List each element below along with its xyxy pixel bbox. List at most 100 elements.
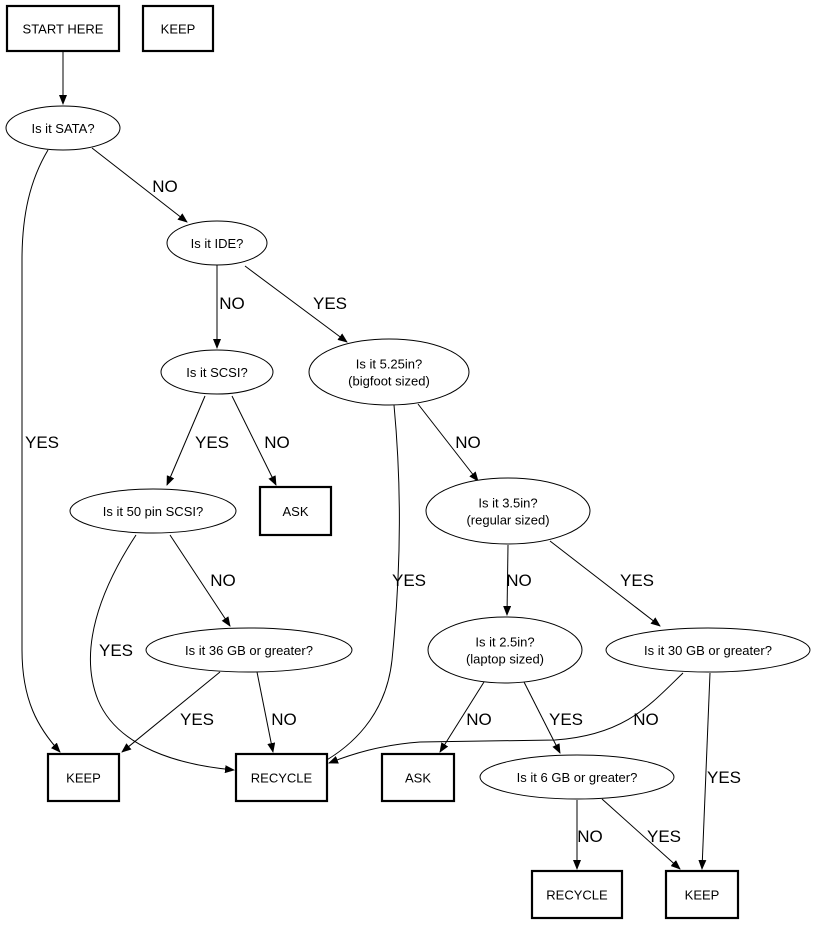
edge-arrow — [698, 672, 711, 870]
edge-label: YES — [392, 571, 426, 590]
decision-ellipse — [145, 627, 353, 673]
node-recycle1: RECYCLE — [234, 752, 329, 803]
edge-arrow — [256, 671, 276, 753]
edge-arrow — [417, 403, 479, 482]
node-label: Is it 30 GB or greater? — [644, 643, 772, 658]
edge-arrow — [89, 534, 235, 774]
node-ask1: ASK — [258, 485, 333, 537]
terminal-box — [530, 869, 624, 920]
edge-label: NO — [466, 710, 492, 729]
edge-arrow — [439, 681, 485, 753]
terminal-box — [258, 485, 333, 537]
node-sata: Is it SATA? — [5, 105, 121, 151]
edge-label: NO — [506, 571, 532, 590]
node-label: Is it SATA? — [31, 121, 94, 136]
edge-label: NO — [219, 294, 245, 313]
node-keep1: KEEP — [46, 752, 121, 803]
decision-ellipse — [69, 488, 237, 534]
terminal-box — [141, 4, 215, 53]
edge-laptop-to-ask2: NO — [439, 681, 492, 753]
node-label: Is it SCSI? — [186, 365, 247, 380]
node-label: Is it 3.5in? — [478, 496, 537, 511]
edge-arrow — [503, 544, 512, 616]
decision-ellipse — [160, 349, 274, 395]
node-start: START HERE — [5, 4, 121, 53]
edge-arrow — [244, 265, 348, 343]
edge-gb30-to-keep2: YES — [698, 672, 741, 870]
node-ide: Is it IDE? — [166, 220, 268, 266]
node-label: Is it IDE? — [191, 236, 244, 251]
decision-ellipse — [308, 338, 470, 406]
node-gb36: Is it 36 GB or greater? — [145, 627, 353, 673]
edge-ide-to-bigfoot: YES — [244, 265, 348, 343]
edge-arrow — [91, 147, 188, 223]
edge-sata-to-ide: NO — [91, 147, 188, 223]
edge-arrow — [21, 149, 61, 753]
node-label: (regular sized) — [466, 513, 549, 528]
edge-arrow — [231, 395, 277, 486]
node-recycle2: RECYCLE — [530, 869, 624, 920]
terminal-box — [380, 752, 456, 803]
edge-gb36-to-recycle1: NO — [256, 671, 297, 753]
edge-gb6-to-keep2: YES — [601, 798, 681, 870]
edge-pin50-to-recycle1: YES — [89, 534, 235, 774]
node-ask2: ASK — [380, 752, 456, 803]
node-keep-top: KEEP — [141, 4, 215, 53]
node-label: RECYCLE — [546, 888, 608, 903]
edge-sata-to-keep1: YES — [21, 149, 61, 753]
node-bigfoot: Is it 5.25in?(bigfoot sized) — [308, 338, 470, 406]
node-regular: Is it 3.5in? (regular sized) — [425, 477, 591, 545]
edge-gb6-to-recycle2: NO — [573, 800, 603, 870]
decision-ellipse — [605, 627, 811, 673]
edge-gb36-to-keep1: YES — [121, 671, 221, 753]
edge-gb30-to-recycle1: NO — [328, 672, 684, 764]
node-label: Is it 36 GB or greater? — [185, 643, 313, 658]
node-label: KEEP — [685, 888, 720, 903]
node-label: Is it 5.25in? — [356, 357, 423, 372]
terminal-box — [5, 4, 121, 53]
node-scsi: Is it SCSI? — [160, 349, 274, 395]
node-label: ASK — [282, 504, 308, 519]
decision-ellipse — [427, 616, 583, 684]
edge-label: NO — [455, 433, 481, 452]
edge-ide-to-scsi: NO — [213, 265, 245, 349]
node-label: Is it 2.5in? — [475, 635, 534, 650]
edge-scsi-to-pin50: YES — [166, 395, 229, 486]
terminal-box — [234, 752, 329, 803]
edge-laptop-to-gb6: YES — [523, 681, 583, 754]
edge-label: YES — [313, 294, 347, 313]
edge-label: YES — [620, 571, 654, 590]
node-label: ASK — [405, 771, 431, 786]
decision-ellipse — [479, 754, 675, 800]
node-label: KEEP — [66, 771, 101, 786]
edge-label: NO — [210, 571, 236, 590]
node-laptop: Is it 2.5in? (laptop sized) — [427, 616, 583, 684]
decision-ellipse — [166, 220, 268, 266]
edge-regular-to-laptop: NO — [503, 544, 532, 616]
node-gb30: Is it 30 GB or greater? — [605, 627, 811, 673]
edge-scsi-to-ask1: NO — [231, 395, 290, 486]
node-gb6: Is it 6 GB or greater? — [479, 754, 675, 800]
edge-label: NO — [271, 710, 297, 729]
edge-arrow — [166, 395, 206, 486]
edge-label: YES — [647, 827, 681, 846]
node-label: RECYCLE — [251, 771, 313, 786]
edge-label: NO — [152, 177, 178, 196]
decision-ellipse — [425, 477, 591, 545]
edge-label: YES — [549, 710, 583, 729]
node-label: (laptop sized) — [466, 652, 544, 667]
edge-arrow — [169, 534, 231, 627]
node-label: Is it 6 GB or greater? — [517, 770, 638, 785]
terminal-box — [46, 752, 121, 803]
edge-arrow — [601, 798, 681, 870]
edge-pin50-to-gb36: NO — [169, 534, 236, 627]
node-pin50: Is it 50 pin SCSI? — [69, 488, 237, 534]
node-label: Is it 50 pin SCSI? — [103, 504, 203, 519]
edge-arrow — [549, 540, 661, 627]
decision-ellipse — [5, 105, 121, 151]
node-label: KEEP — [161, 22, 196, 37]
edge-arrow — [523, 681, 561, 754]
edge-label: YES — [707, 768, 741, 787]
edge-label: YES — [25, 433, 59, 452]
edge-label: YES — [195, 433, 229, 452]
